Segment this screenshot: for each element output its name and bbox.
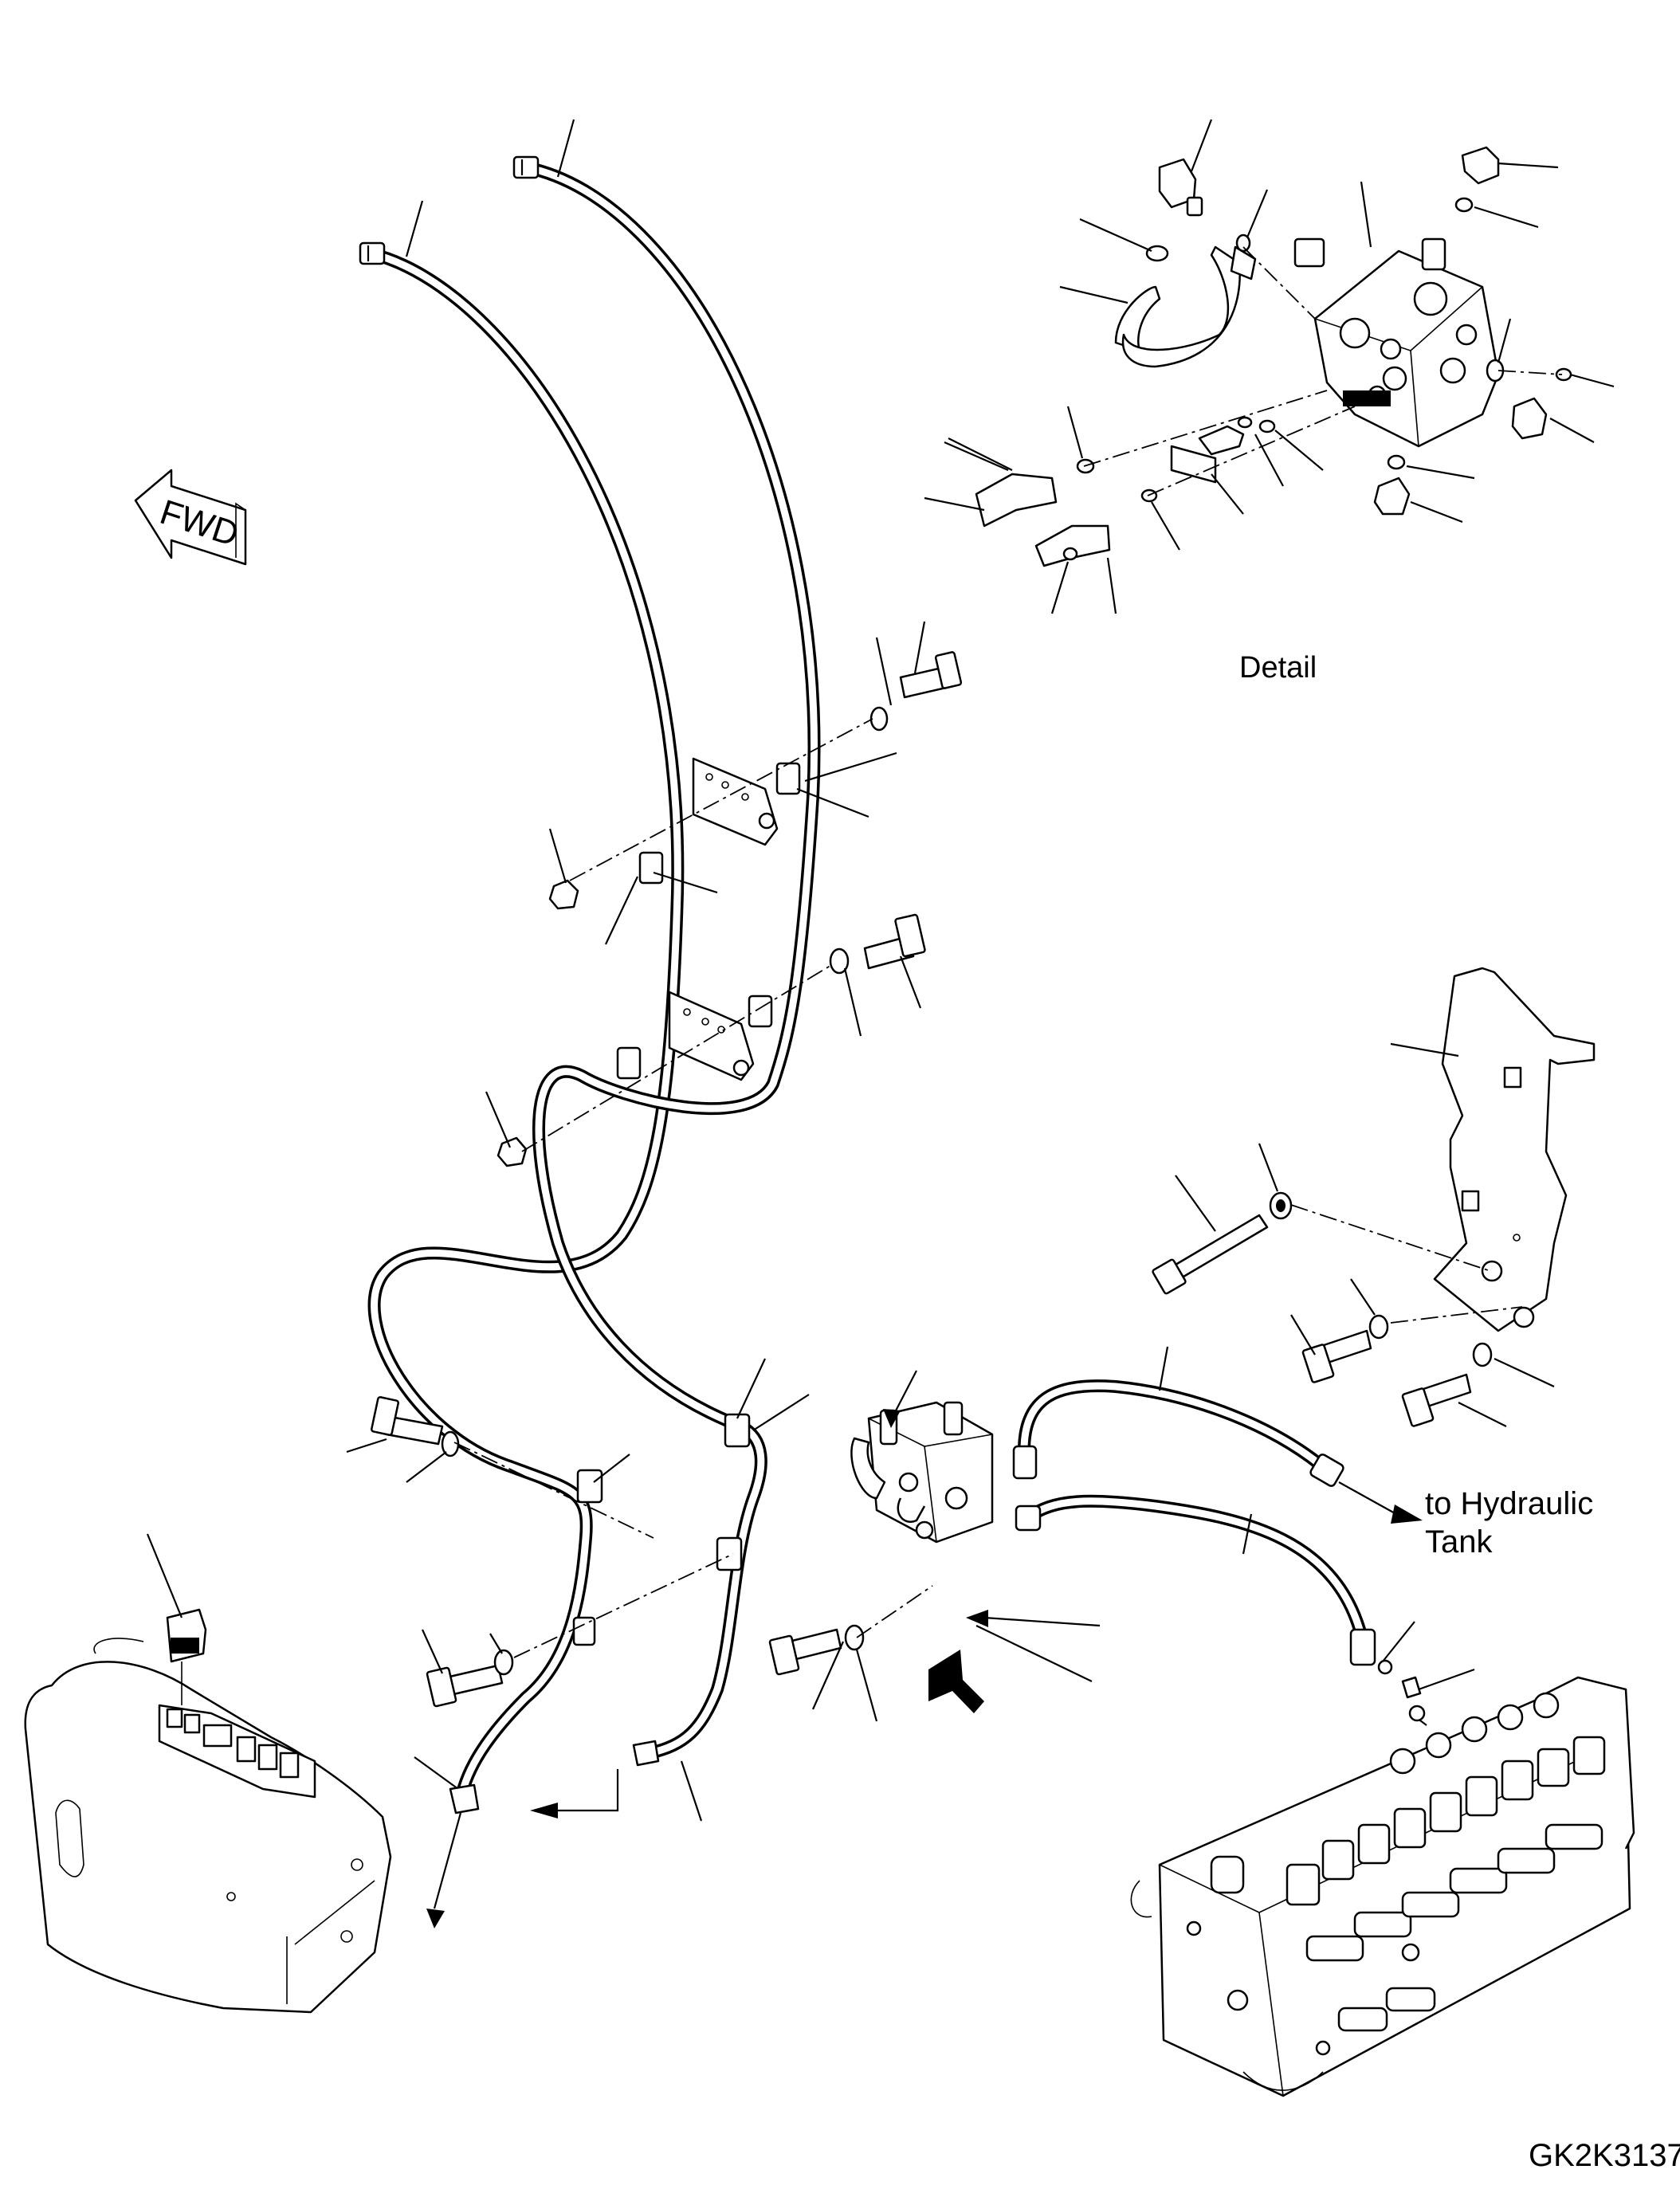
washer	[869, 706, 889, 732]
detail-label: Detail	[1239, 651, 1317, 685]
hose-to-tank-lower	[1015, 1494, 1376, 1666]
mounting-bracket-lower	[668, 991, 755, 1081]
bold-up-arrow-icon	[928, 1650, 984, 1713]
washer	[829, 947, 850, 975]
bracket-plate	[1390, 967, 1596, 1332]
mounting-bracket-upper	[692, 757, 779, 846]
long-bolt	[1152, 1175, 1269, 1295]
control-valve	[1130, 1676, 1635, 2097]
bracket-assembly-lines	[1290, 1204, 1523, 1324]
hydraulic-tank-arrow	[1338, 1481, 1423, 1524]
pilot-valve-block	[850, 1370, 1101, 1682]
bolt	[426, 1664, 504, 1708]
washer	[1350, 1278, 1389, 1340]
washer	[493, 1649, 514, 1676]
rocker-switch	[146, 1533, 207, 1705]
nut	[497, 1136, 528, 1167]
bolt	[768, 1628, 842, 1676]
assembly-lines	[453, 718, 933, 1658]
hose-left-long	[364, 247, 685, 1799]
tank-housing	[24, 1638, 392, 2014]
leader-lines	[346, 119, 926, 1822]
drawing-code: GK2K3137	[1529, 2138, 1680, 2173]
bolt	[899, 651, 963, 699]
bolt	[371, 1396, 444, 1446]
switch-panel	[158, 1704, 316, 1799]
bolt	[1401, 1373, 1507, 1427]
washer	[1258, 1143, 1293, 1220]
hose-end-fitting-right	[512, 155, 540, 179]
washer	[1472, 1342, 1555, 1387]
detail-assembly-lines	[1083, 246, 1563, 496]
detail-leader-lines	[924, 119, 1615, 614]
hose-end-fitting	[449, 1740, 660, 1814]
detail-components	[975, 146, 1572, 567]
hydraulic-tank-label-line1: to Hydraulic	[1425, 1486, 1593, 1521]
hose-to-tank-upper	[1012, 1379, 1344, 1487]
detail-valve-block	[1293, 237, 1500, 448]
fitting-oring	[1377, 1659, 1426, 1722]
flow-arrows	[426, 1769, 619, 1928]
hose-end-fitting-left	[359, 241, 386, 265]
hydraulic-tank-label-line2: Tank	[1425, 1524, 1493, 1559]
hose-clamp	[572, 762, 801, 1646]
fwd-arrow-icon: FWD	[134, 469, 247, 566]
bolt	[863, 913, 926, 970]
bolt	[1290, 1314, 1372, 1383]
nut	[548, 879, 579, 910]
washer	[844, 1624, 865, 1651]
